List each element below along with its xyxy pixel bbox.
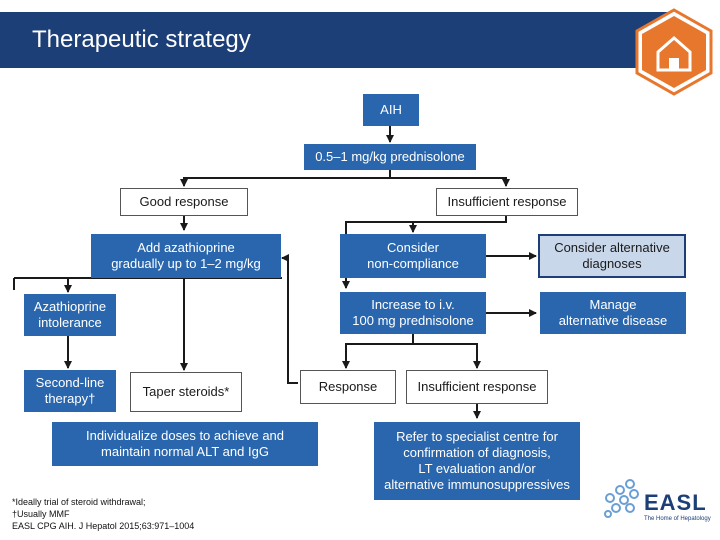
refer-specialist-node: Refer to specialist centre for confirmat… — [374, 422, 580, 500]
footnote-citation: EASL CPG AIH. J Hepatol 2015;63:971–1004 — [12, 521, 195, 531]
footnotes: *Ideally trial of steroid withdrawal; †U… — [12, 496, 194, 532]
add-azathioprine-node: Add azathioprine gradually up to 1–2 mg/… — [91, 234, 281, 278]
consider-noncompliance-node: Consider non-compliance — [340, 234, 486, 278]
insufficient-response-2-node: Insufficient response — [406, 370, 548, 404]
consider-alternative-diagnoses-node: Consider alternative diagnoses — [538, 234, 686, 278]
easl-logo-text: EASL — [644, 490, 707, 515]
easl-logo: EASL The Home of Hepatology — [600, 476, 716, 532]
footnote-mmf: †Usually MMF — [12, 509, 70, 519]
good-response-node: Good response — [120, 188, 248, 216]
increase-iv-prednisolone-node: Increase to i.v. 100 mg prednisolone — [340, 292, 486, 334]
response-node: Response — [300, 370, 396, 404]
manage-alternative-disease-node: Manage alternative disease — [540, 292, 686, 334]
easl-logo-tagline: The Home of Hepatology — [644, 516, 711, 522]
prednisolone-node: 0.5–1 mg/kg prednisolone — [304, 144, 476, 170]
page-title: Therapeutic strategy — [32, 26, 251, 53]
azathioprine-intolerance-node: Azathioprine intolerance — [24, 294, 116, 336]
individualize-doses-node: Individualize doses to achieve and maint… — [52, 422, 318, 466]
home-icon[interactable] — [634, 8, 714, 96]
taper-steroids-node: Taper steroids* — [130, 372, 242, 412]
header-banner: Therapeutic strategy — [0, 12, 668, 68]
footnote-steroid-withdrawal: *Ideally trial of steroid withdrawal; — [12, 497, 146, 507]
aih-node: AIH — [363, 94, 419, 126]
insufficient-response-node: Insufficient response — [436, 188, 578, 216]
second-line-therapy-node: Second-line therapy† — [24, 370, 116, 412]
easl-logo-icon — [604, 479, 639, 518]
